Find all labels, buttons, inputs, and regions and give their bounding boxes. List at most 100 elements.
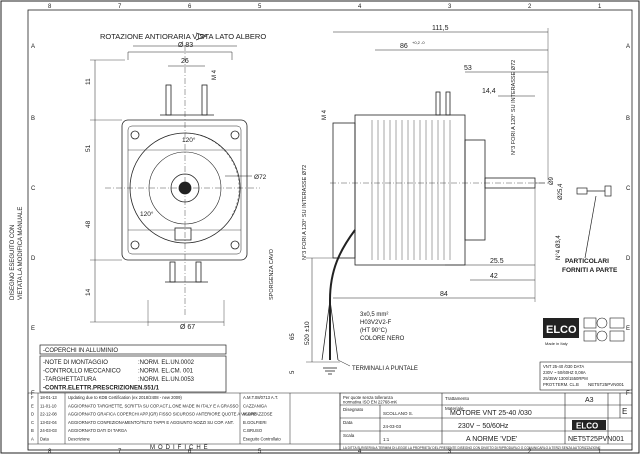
revision-rev: D bbox=[31, 412, 34, 417]
cable-spec-1: 3x0,5 mm² bbox=[360, 312, 388, 318]
grid-col-label: 7 bbox=[118, 4, 122, 10]
revision-text: AGGIORNATO TARGHETTE, SCRITTA SU COP.ACT… bbox=[68, 403, 239, 408]
revision-by: Eseguito Controllato bbox=[243, 437, 281, 442]
dim-l86-tol: +0,2 -0 bbox=[412, 40, 425, 45]
drawing-title-rotation: ROTAZIONE ANTIORARIA VISTA LATO ALBERO bbox=[100, 32, 266, 41]
grid-row-label: D bbox=[31, 256, 36, 262]
dim-d72: Ø72 bbox=[254, 174, 267, 181]
dim-l53: 53 bbox=[464, 65, 472, 72]
cert-marks bbox=[583, 317, 625, 342]
notes-box bbox=[39, 344, 227, 393]
notes-row-label: -TARGHETTATURA bbox=[43, 377, 96, 383]
parts-label-2: FORNITI A PARTE bbox=[562, 267, 618, 274]
grid-col-label: 2 bbox=[528, 449, 532, 454]
dim-fix-holes-top: N°3 FORI A 120° SU INTERASSE Ø72 bbox=[511, 60, 517, 155]
revision-date: 18-01-13 bbox=[40, 395, 57, 400]
dim-w67: Ø 67 bbox=[180, 324, 195, 331]
side-note-line1: DISEGNO ESEGUITO CON bbox=[10, 225, 16, 300]
grid-row-label: E bbox=[31, 326, 35, 332]
title-block bbox=[339, 392, 633, 451]
side-note-line2: VIETATA LA MODIFICA MANUALE bbox=[18, 207, 24, 300]
grid-col-label: 4 bbox=[358, 449, 362, 454]
grid-col-label: 1 bbox=[598, 449, 602, 454]
cable-spec-2: H03V2V2-F bbox=[360, 320, 392, 326]
notes-row-label: -NOTE DI MONTAGGIO bbox=[43, 360, 108, 366]
label-shaft-note: SPORGENZA CAVO bbox=[269, 248, 275, 300]
revision-date: 22-12-08 bbox=[40, 412, 57, 417]
grid-col-label: 8 bbox=[48, 4, 52, 10]
revision-rev: A bbox=[31, 437, 34, 442]
dim-l42: 42 bbox=[490, 273, 498, 280]
revision-date: 11-01-10 bbox=[40, 403, 57, 408]
cable-spec-3: (HT 90°C) bbox=[360, 328, 387, 334]
dim-l84: 84 bbox=[440, 291, 448, 298]
revision-text: AGGIORNATO DATI DI TARGA bbox=[68, 428, 127, 433]
tb-scala-val: 1:1 bbox=[383, 437, 390, 442]
svg-text:ELCO: ELCO bbox=[546, 324, 577, 336]
dim-m4-front: M 4 bbox=[212, 69, 218, 80]
grid-col-label: 1 bbox=[598, 4, 602, 10]
dim-h48: 48 bbox=[85, 220, 92, 228]
revision-by: C.BRUSO bbox=[243, 428, 263, 433]
dim-h11: 11 bbox=[85, 78, 92, 85]
parts-label-1: PARTICOLARI bbox=[565, 258, 609, 265]
tb-disegnato-val: SCOLLANO S. bbox=[383, 411, 413, 416]
notes-row-label: -CONTROLLO MECCANICO bbox=[43, 369, 121, 375]
made-in-label: Made in Italy bbox=[545, 341, 568, 346]
grid-col-label: 5 bbox=[258, 449, 262, 454]
tb-tratt: Trattamento bbox=[445, 396, 470, 401]
rotation-arrow bbox=[195, 32, 208, 41]
grid-col-label: 2 bbox=[528, 4, 532, 10]
revision-rev: C bbox=[31, 420, 34, 425]
revision-rev: B bbox=[31, 428, 34, 433]
tb-sheet-rev: E bbox=[622, 407, 627, 416]
tb-disegnato: Disegnato bbox=[343, 407, 364, 412]
terminal-label: TERMINALI A PUNTALE bbox=[352, 366, 418, 372]
dim-l14: 14,4 bbox=[482, 88, 496, 95]
tb-sheet-size: A3 bbox=[585, 397, 594, 404]
front-view bbox=[90, 45, 260, 326]
grid-row-label: F bbox=[31, 391, 35, 397]
dim-l86: 86 bbox=[400, 43, 408, 50]
tb-code: NET5T25PVN001 bbox=[568, 436, 624, 443]
revision-by: A.M.T.08/0713 A.T. bbox=[243, 395, 278, 400]
elco-logo: ELCO Made in Italy bbox=[543, 318, 579, 346]
tb-scala: Scala bbox=[343, 433, 355, 438]
revision-date: 13-02-04 bbox=[40, 420, 57, 425]
dim-cable-len: 520±10 bbox=[304, 321, 311, 345]
grid-col-label: 3 bbox=[448, 4, 452, 10]
notes-row-value: :NORM. EL.CM. 001 bbox=[138, 369, 194, 375]
svg-text:230V ~ 50/60HZ 0,08A: 230V ~ 50/60HZ 0,08A bbox=[543, 370, 586, 375]
revision-footer: MODIFICHE bbox=[150, 445, 211, 451]
svg-text:PROT.TERM. CL.B: PROT.TERM. CL.B bbox=[543, 382, 579, 387]
grid-row-label: C bbox=[31, 186, 36, 192]
grid-col-label: 5 bbox=[258, 4, 262, 10]
grid-col-label: 6 bbox=[188, 449, 192, 454]
revision-by: CAZZANIGA bbox=[243, 403, 267, 408]
grid-col-label: 8 bbox=[48, 449, 52, 454]
dim-angle120b: 120° bbox=[140, 210, 154, 218]
grid-row-label: E bbox=[626, 326, 630, 332]
grid-row-label: C bbox=[626, 186, 631, 192]
revision-rev: E bbox=[31, 403, 34, 408]
revision-text: Descrizione bbox=[68, 437, 91, 442]
grid-row-label: F bbox=[626, 391, 630, 397]
notes-row-value: N.551/1 bbox=[138, 386, 160, 392]
dim-l111: 111,5 bbox=[432, 25, 449, 32]
revision-date: Data bbox=[40, 437, 50, 442]
revision-text: AGGIORNATO CONFEZIONAMENTO/TILTO TAPPI E… bbox=[68, 420, 234, 425]
grid-col-label: 4 bbox=[358, 4, 362, 10]
svg-text:NET5T25PVN001: NET5T25PVN001 bbox=[588, 382, 625, 387]
grid-column-labels-bottom: 8 7 6 5 4 3 2 1 bbox=[48, 449, 602, 454]
grid-col-label: 3 bbox=[448, 449, 452, 454]
grid-col-label: 7 bbox=[118, 449, 122, 454]
grid-row-label: D bbox=[626, 256, 631, 262]
svg-text:VNT 25-40 /030 DATA: VNT 25-40 /030 DATA bbox=[543, 364, 584, 369]
notes-title: -COPERCHI IN ALLUMINIO bbox=[43, 348, 118, 354]
dim-n4-d34: N°4 Ø3,4 bbox=[556, 235, 562, 260]
dim-d254: Ø25,4 bbox=[558, 183, 564, 200]
